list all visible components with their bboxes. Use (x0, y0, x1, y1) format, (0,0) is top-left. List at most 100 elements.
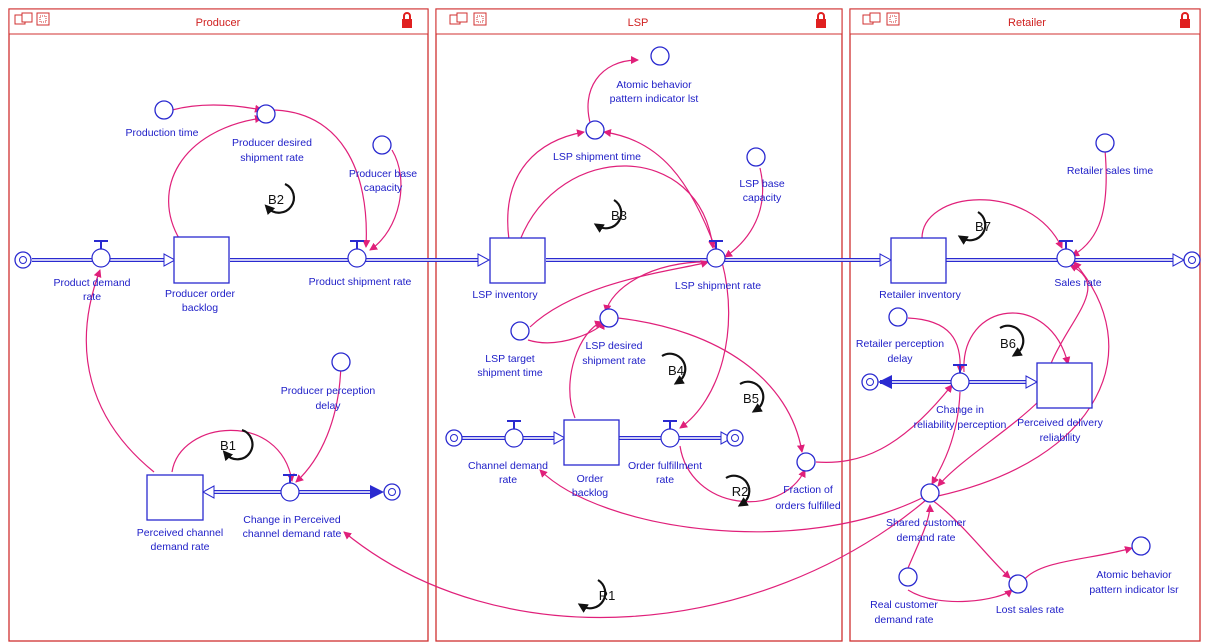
svg-text:Lost sales rate: Lost sales rate (996, 604, 1064, 616)
aux-producer-base-capacity[interactable]: Producer base capacity (349, 135, 417, 194)
stock-order-backlog[interactable]: Order backlog (563, 419, 620, 499)
loop-b4: B4 (661, 352, 687, 385)
aux-lsp-target-shipment-time[interactable]: LSP target shipment time (477, 321, 543, 379)
loop-b5: B5 (739, 380, 765, 413)
lock-icon[interactable] (816, 12, 826, 28)
svg-text:demand rate: demand rate (897, 532, 956, 544)
aux-production-time[interactable]: Production time (126, 100, 199, 139)
aux-real-customer-demand-rate[interactable]: Real customer demand rate (870, 567, 938, 626)
loop-b3: B3 (593, 199, 627, 233)
svg-text:delay: delay (887, 353, 913, 365)
stock-retailer-inventory[interactable]: Retailer inventory (879, 237, 962, 301)
aux-fraction-orders-fulfilled[interactable]: Fraction of orders fulfilled (775, 452, 841, 512)
svg-text:shipment rate: shipment rate (582, 355, 646, 367)
loop-label-b6: B6 (1000, 336, 1016, 351)
svg-text:rate: rate (656, 474, 674, 486)
loop-b7: B7 (957, 211, 991, 245)
loop-label-r2: R2 (732, 484, 749, 499)
flow-lsp-shipment-rate[interactable]: LSP shipment rate (675, 240, 761, 292)
loop-label-b1: B1 (220, 438, 236, 453)
flow-order-fulfillment-rate[interactable]: Order fulfillment rate (628, 420, 702, 486)
svg-text:LSP shipment rate: LSP shipment rate (675, 280, 761, 292)
aux-retailer-sales-time[interactable]: Retailer sales time (1067, 133, 1154, 177)
panel-title-retailer: Retailer (1008, 17, 1046, 29)
svg-text:Product shipment rate: Product shipment rate (309, 276, 412, 288)
loop-r1: R1 (577, 579, 615, 613)
panel-view-icon[interactable] (14, 12, 50, 26)
loop-b2: B2 (264, 182, 295, 216)
aux-shared-customer-demand-rate[interactable]: Shared customer demand rate (886, 483, 966, 544)
stock-perceived-delivery-reliability[interactable]: Perceived delivery reliability (1017, 362, 1104, 444)
panel-view-icon[interactable] (862, 12, 900, 26)
aux-lsp-base-capacity[interactable]: LSP base capacity (739, 147, 785, 204)
aux-lsp-desired-shipment-rate[interactable]: LSP desired shipment rate (582, 308, 646, 367)
cloud-source-icon (14, 251, 32, 269)
svg-text:Sales rate: Sales rate (1054, 277, 1101, 289)
svg-text:capacity: capacity (364, 182, 403, 194)
lock-icon[interactable] (402, 12, 412, 28)
flow-change-reliability-perception[interactable]: Change in reliability perception (914, 364, 1007, 431)
flow-product-demand-rate[interactable]: Product demand rate (53, 240, 131, 303)
svg-text:Atomic behavior: Atomic behavior (616, 79, 692, 91)
svg-text:pattern indicator lsr: pattern indicator lsr (1089, 584, 1179, 596)
cloud-source-icon (445, 429, 463, 447)
cloud-sink-icon (383, 483, 401, 501)
aux-lost-sales-rate[interactable]: Lost sales rate (996, 574, 1064, 616)
loop-b6: B6 (999, 324, 1025, 357)
panel-retailer: Retailer (849, 8, 1201, 642)
svg-text:reliability: reliability (1040, 432, 1082, 444)
panel-view-icon[interactable] (449, 12, 487, 26)
svg-text:Change in: Change in (936, 404, 984, 416)
stock-lsp-inventory[interactable]: LSP inventory (472, 237, 546, 301)
svg-text:pattern indicator lst: pattern indicator lst (610, 93, 699, 105)
flow-sales-rate[interactable]: Sales rate (1054, 240, 1102, 289)
stock-producer-order-backlog[interactable]: Producer order backlog (165, 236, 236, 314)
loop-label-b7: B7 (975, 219, 991, 234)
cloud-sink-icon (861, 373, 879, 391)
svg-text:Change in Perceived: Change in Perceived (243, 514, 341, 526)
svg-text:channel demand rate: channel demand rate (243, 528, 342, 540)
svg-text:demand rate: demand rate (151, 541, 210, 553)
svg-text:backlog: backlog (182, 302, 218, 314)
svg-text:shipment time: shipment time (477, 367, 543, 379)
svg-text:Perceived delivery: Perceived delivery (1017, 417, 1104, 429)
svg-text:Order fulfillment: Order fulfillment (628, 460, 702, 472)
svg-text:demand rate: demand rate (875, 614, 934, 626)
loop-label-b4: B4 (668, 363, 684, 378)
flow-change-perceived-channel-demand-rate[interactable]: Change in Perceived channel demand rate (243, 474, 342, 540)
aux-producer-perception-delay[interactable]: Producer perception delay (281, 352, 376, 412)
svg-text:Producer order: Producer order (165, 288, 236, 300)
svg-text:Atomic behavior: Atomic behavior (1096, 569, 1172, 581)
svg-text:Product demand: Product demand (53, 277, 130, 289)
svg-text:Fraction of: Fraction of (783, 484, 833, 496)
svg-text:reliability perception: reliability perception (914, 419, 1007, 431)
flow-product-shipment-rate[interactable]: Product shipment rate (309, 240, 412, 288)
panel-lsp: LSP (435, 8, 843, 642)
svg-text:Producer base: Producer base (349, 168, 417, 180)
aux-lsp-shipment-time[interactable]: LSP shipment time (553, 120, 641, 163)
aux-retailer-perception-delay[interactable]: Retailer perception delay (856, 307, 944, 365)
svg-text:orders fulfilled: orders fulfilled (775, 500, 841, 512)
loop-b1: B1 (220, 428, 254, 462)
stock-perceived-channel-demand-rate[interactable]: Perceived channel demand rate (137, 474, 223, 553)
loop-label-b5: B5 (743, 391, 759, 406)
aux-producer-desired-shipment-rate[interactable]: Producer desired shipment rate (232, 104, 312, 164)
aux-atomic-behavior-lsr[interactable]: Atomic behavior pattern indicator lsr (1089, 536, 1179, 596)
svg-text:LSP inventory: LSP inventory (472, 289, 538, 301)
aux-atomic-behavior-lst[interactable]: Atomic behavior pattern indicator lst (610, 46, 699, 105)
panel-producer: Producer (8, 8, 429, 642)
svg-text:LSP shipment time: LSP shipment time (553, 151, 641, 163)
svg-text:Order: Order (577, 473, 604, 485)
svg-text:LSP target: LSP target (485, 353, 535, 365)
svg-text:Retailer perception: Retailer perception (856, 338, 944, 350)
svg-text:Retailer sales time: Retailer sales time (1067, 165, 1154, 177)
panel-title-lsp: LSP (628, 17, 649, 29)
svg-text:rate: rate (83, 291, 101, 303)
svg-text:Shared customer: Shared customer (886, 517, 966, 529)
lock-icon[interactable] (1180, 12, 1190, 28)
svg-text:Perceived channel: Perceived channel (137, 527, 223, 539)
svg-text:backlog: backlog (572, 487, 608, 499)
flow-channel-demand-rate[interactable]: Channel demand rate (468, 420, 548, 486)
panel-title-producer: Producer (196, 17, 241, 29)
svg-text:capacity: capacity (743, 192, 782, 204)
